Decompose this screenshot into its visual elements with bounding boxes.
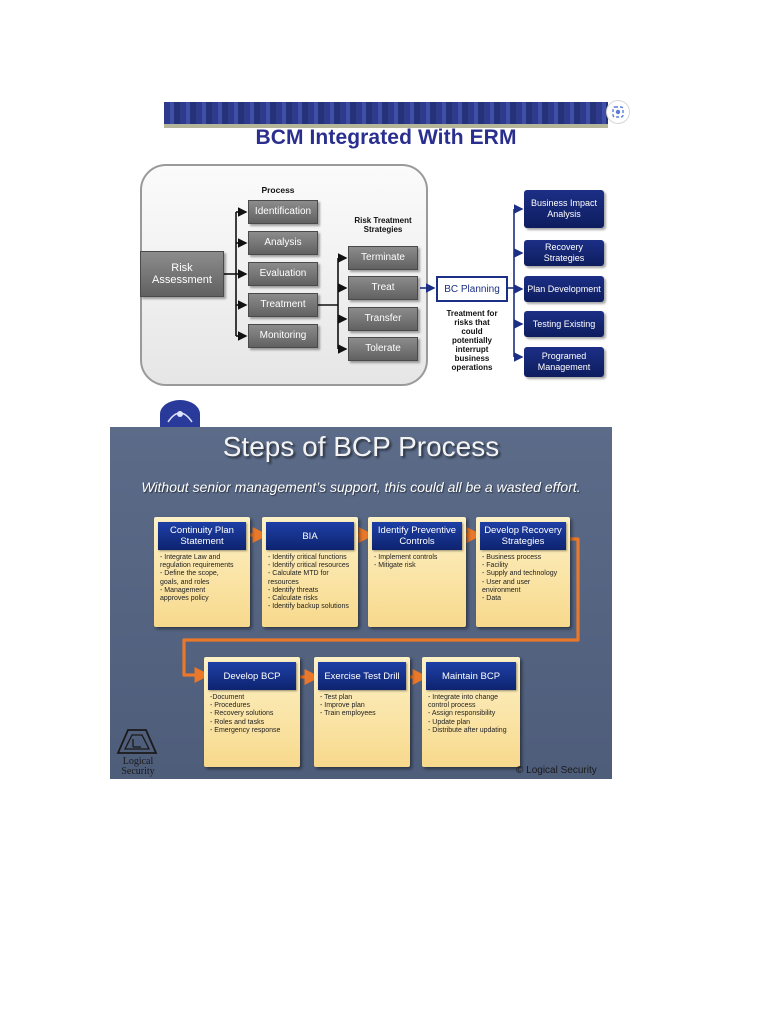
slide2-subtitle: Without senior management’s support, thi… [141,479,581,495]
step-item: - Identify critical functions [268,554,347,561]
step-card-develop-bcp: Develop BCP -Document - Procedures - Rec… [204,657,300,767]
step-item: approves policy [160,595,209,603]
step-title: Continuity Plan Statement [158,522,246,550]
strategy-transfer: Transfer [348,307,418,331]
step-item: - Procedures [210,702,251,710]
logical-security-logo-icon [116,729,158,754]
step-item: - Identify threats [268,586,319,594]
output-business-impact-analysis: Business Impact Analysis [524,190,604,228]
risk-assessment-box: Risk Assessment [140,251,224,297]
process-step-analysis: Analysis [248,231,318,255]
step-items: - Integrate into change control process … [428,694,517,735]
step-item: - Facility [482,562,509,570]
step-item: - Management [160,586,206,594]
slide2-title: Steps of BCP Process [222,431,500,462]
step-items: - Business process - Facility - Supply a… [482,554,567,603]
bcp-steps-slide: Steps of BCP Process Without senior mana… [110,427,612,779]
slide-banner [164,102,608,124]
step-item: - User and user [482,578,531,586]
strategy-terminate: Terminate [348,246,418,270]
step-item: control process [428,702,476,710]
step-item: - Roles and tasks [210,718,265,726]
step-item: - Integrate Law and [160,554,221,561]
step-item: - Train employees [320,710,376,718]
output-plan-development: Plan Development [524,276,604,302]
step-item: - Mitigate risk [374,562,416,570]
step-card-continuity-plan-statement: Continuity Plan Statement - Integrate La… [154,517,250,627]
step-title: Maintain BCP [426,662,516,690]
step-item: - Identify critical resources [268,562,350,570]
step-item: - Test plan [320,694,353,701]
step-item: - Data [482,595,502,603]
step-items: - Test plan - Improve plan - Train emplo… [320,694,407,719]
step-item: - Assign responsibility [428,710,496,718]
step-item: regulation requirements [160,562,234,570]
step-items: - Implement controls - Mitigate risk [374,554,463,570]
output-recovery-strategies: Recovery Strategies [524,240,604,266]
step-item: - Supply and technology [482,570,558,578]
step-item: - Implement controls [374,554,438,561]
step-items: -Document - Procedures - Recovery soluti… [210,694,297,735]
step-item: - Define the scope, [160,570,219,578]
step-item: resources [268,578,299,586]
process-label: Process [261,185,295,195]
banner-stripe [164,124,608,128]
strategies-label: Risk Treatment Strategies [354,216,412,234]
step-title: Exercise Test Drill [318,662,406,690]
step-items: - Identify critical functions - Identify… [268,554,355,611]
organization-logo-icon [160,400,200,428]
strategy-tolerate: Tolerate [348,337,418,361]
step-item: - Integrate into change [428,694,499,701]
process-step-evaluation: Evaluation [248,262,318,286]
step-card-develop-recovery-strategies: Develop Recovery Strategies - Business p… [476,517,570,627]
treatment-note: Treatment for risks that could potential… [446,309,498,372]
step-item: - Update plan [428,718,471,726]
copyright-text: © Logical Security [516,765,597,776]
step-card-maintain-bcp: Maintain BCP - Integrate into change con… [422,657,520,767]
process-flow-arrows [182,527,580,685]
step-item: - Calculate risks [268,595,318,603]
step-item: environment [482,586,521,594]
step-item: -Document [210,694,245,701]
step-item: - Business process [482,554,542,561]
step-item: - Improve plan [320,702,365,710]
step-item: - Distribute after updating [428,726,507,734]
slide1-connectors [224,204,524,362]
step-title: BIA [266,522,354,550]
bcm-erm-slide: BCM Integrated With ERM [140,98,632,428]
bc-planning-box: BC Planning [436,276,508,302]
step-item: - Calculate MTD for [268,570,329,578]
step-card-bia: BIA - Identify critical functions - Iden… [262,517,358,627]
step-items: - Integrate Law and regulation requireme… [160,554,247,603]
step-card-exercise-test-drill: Exercise Test Drill - Test plan - Improv… [314,657,410,767]
process-step-monitoring: Monitoring [248,324,318,348]
logo-text: Logical Security [121,756,155,777]
step-item: - Recovery solutions [210,710,274,718]
step-title: Develop Recovery Strategies [480,522,566,550]
strategy-treat: Treat [348,276,418,300]
process-step-identification: Identification [248,200,318,224]
step-title: Identify Preventive Controls [372,522,462,550]
process-step-treatment: Treatment [248,293,318,317]
step-item: - Identify backup solutions [268,603,349,611]
output-programed-management: Programed Management [524,347,604,377]
step-item: goals, and roles [160,578,210,586]
output-testing-existing: Testing Existing [524,311,604,337]
slide1-title: BCM Integrated With ERM [255,126,517,149]
step-title: Develop BCP [208,662,296,690]
visual-search-icon[interactable] [606,100,630,124]
step-card-identify-preventive-controls: Identify Preventive Controls - Implement… [368,517,466,627]
step-item: - Emergency response [210,726,281,734]
